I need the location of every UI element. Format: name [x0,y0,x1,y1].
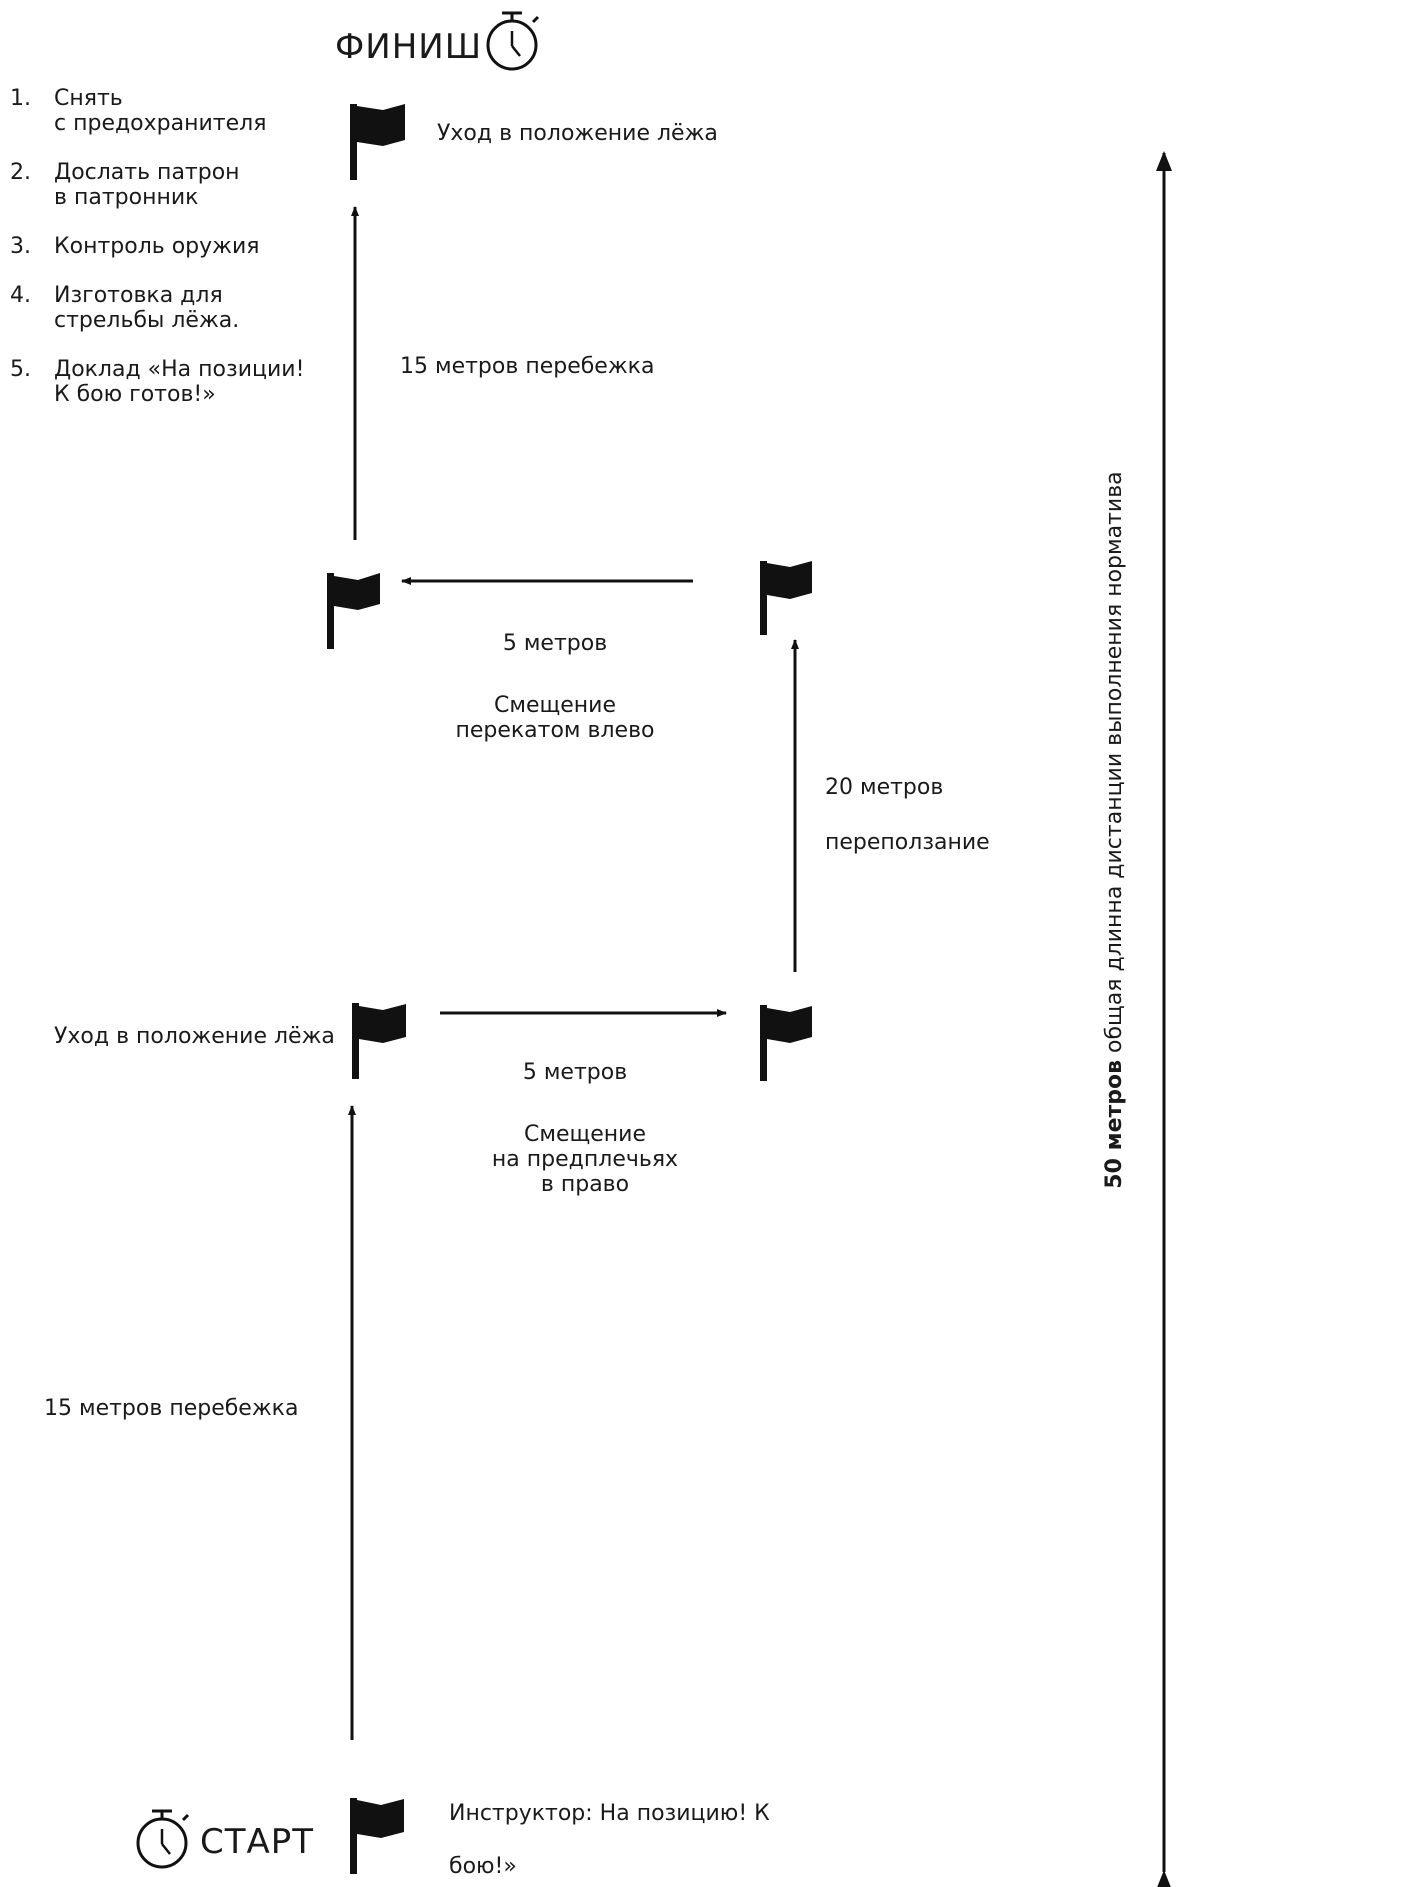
step-number: 5. [10,357,31,382]
prone-bottom-label: Уход в положение лёжа [54,1024,335,1049]
flag-icon-finish [350,104,405,180]
left-distance-label: 5 метров [502,631,608,656]
step-text: Изготовка для стрельбы лёжа. [54,283,240,333]
list-item: 5. Доклад «На позиции! К бою готов!» [10,357,304,407]
total-distance-bold: 50 метров [1102,1059,1127,1189]
list-item: 2. Дослать патрон в патронник [10,160,304,210]
list-item: 3. Контроль оружия [10,234,304,259]
flag-icon-bottom-left [352,1003,406,1079]
right-distance-label: 5 метров [522,1060,628,1085]
run-top-label: 15 метров перебежка [400,354,655,379]
step-number: 4. [10,283,31,308]
start-label: СТАРТ [200,1822,315,1862]
list-item: 4. Изготовка для стрельбы лёжа. [10,283,304,333]
crawl-name-label: переползание [825,830,990,855]
step-number: 2. [10,160,31,185]
stopwatch-icon-start [136,1809,190,1869]
instructor-label-1: Инструктор: На позицию! К [449,1801,770,1826]
run-bottom-label: 15 метров перебежка [44,1396,299,1421]
step-number: 3. [10,234,31,259]
flag-icon-top-right [760,561,812,635]
flag-icon-bottom-right [760,1005,812,1081]
right-move-label-3: в право [540,1172,630,1197]
total-distance-label: 50 метров общая длинна дистанции выполне… [1100,450,1130,1210]
right-move-label-1: Смещение [524,1122,646,1147]
stopwatch-icon-finish [486,11,540,71]
right-move-label-2: на предплечьях [491,1147,679,1172]
left-move-label-2: перекатом влево [455,718,655,743]
instructor-label-2: бою!» [449,1854,517,1879]
left-move-label-1: Смещение [494,693,616,718]
step-text: Снять с предохранителя [54,86,267,136]
list-item: 1. Снять с предохранителя [10,86,304,136]
step-text: Контроль оружия [54,234,260,259]
prone-top-label: Уход в положение лёжа [437,121,718,146]
step-text: Доклад «На позиции! К бою готов!» [54,357,305,407]
steps-list: 1. Снять с предохранителя 2. Дослать патро… [10,86,304,431]
step-number: 1. [10,86,31,111]
crawl-distance-label: 20 метров [825,775,944,800]
flag-icon-top-left [327,573,380,649]
total-distance-text: общая длинна дистанции выполнения нормат… [1102,471,1127,1060]
finish-label: ФИНИШ [335,27,483,67]
step-text: Дослать патрон в патронник [54,160,240,210]
flag-icon-start [350,1798,404,1874]
